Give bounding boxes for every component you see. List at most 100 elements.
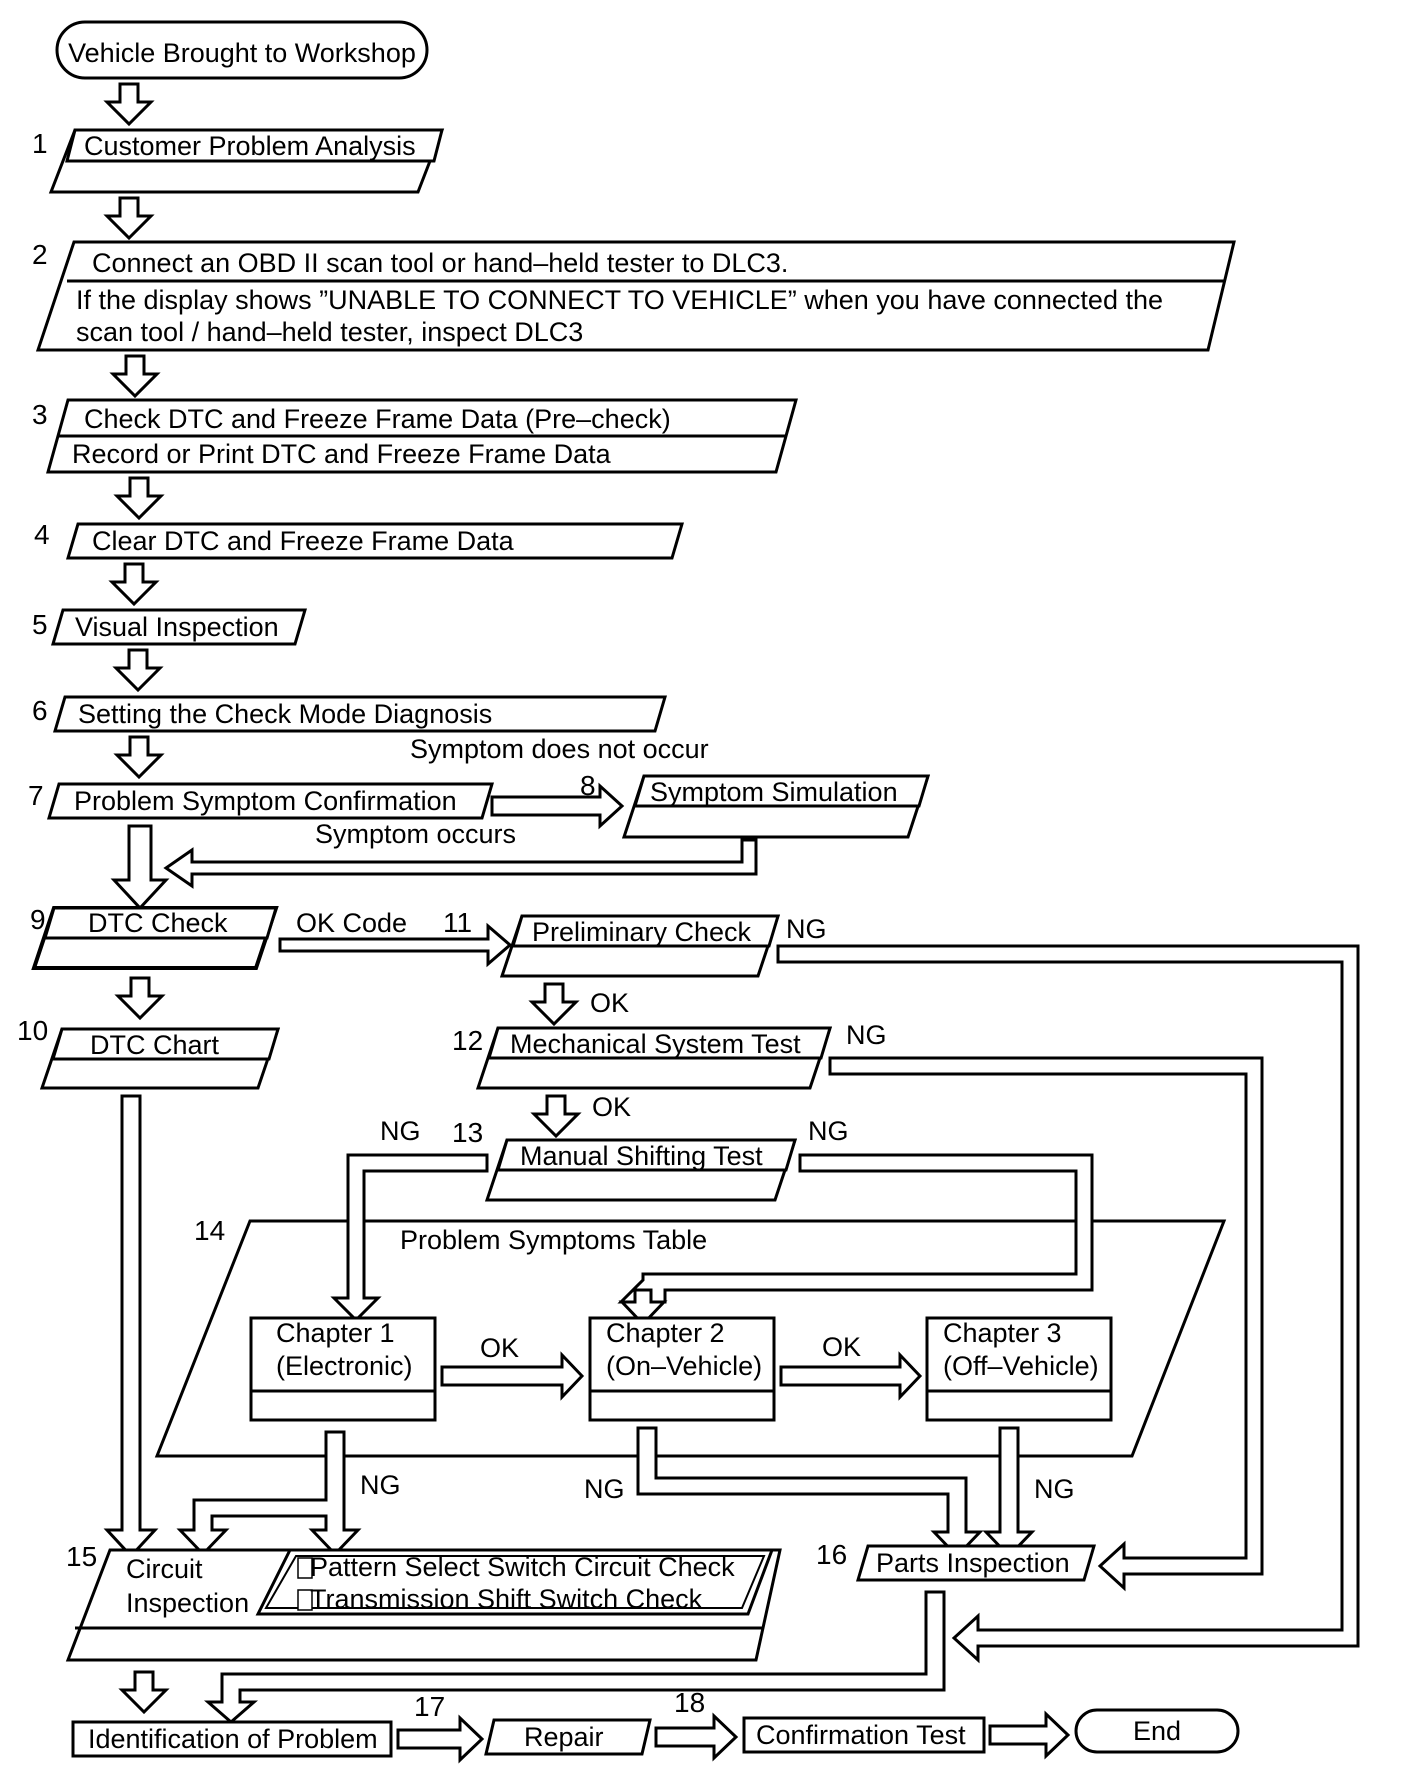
c1-ng-label: NG bbox=[360, 1470, 401, 1500]
checkbox-icon bbox=[297, 1557, 313, 1579]
arrow-down-icon bbox=[111, 354, 159, 398]
step12-header bbox=[486, 1026, 833, 1060]
step2-line3: scan tool / hand–held tester, inspect DL… bbox=[76, 317, 583, 347]
return-arrow-8 bbox=[163, 838, 758, 889]
end-label: End bbox=[1133, 1716, 1181, 1746]
chapter3-box bbox=[925, 1316, 1113, 1422]
step3-line1: Check DTC and Freeze Frame Data (Pre–che… bbox=[84, 404, 671, 434]
step11-ng-label: NG bbox=[786, 914, 827, 944]
step11-ok-label: OK bbox=[590, 988, 629, 1018]
chapter2-line1: Chapter 2 bbox=[606, 1318, 725, 1348]
step14-number: 14 bbox=[194, 1215, 225, 1246]
arrow-down-large-icon bbox=[110, 824, 170, 911]
chapter3-line2: (Off–Vehicle) bbox=[943, 1351, 1099, 1381]
ng-route-c3-to-16 bbox=[982, 1426, 1036, 1559]
ng-route-13-to-c1 bbox=[330, 1153, 489, 1323]
start-terminal bbox=[55, 20, 429, 80]
symptom-occurs-label: Symptom occurs bbox=[315, 819, 516, 849]
step12-ng-label: NG bbox=[846, 1020, 887, 1050]
ng-route-11-to-16 bbox=[776, 944, 1360, 1664]
arrow-down-icon bbox=[115, 735, 163, 779]
step7-box bbox=[46, 782, 495, 820]
start-label: Vehicle Brought to Workshop bbox=[68, 38, 416, 68]
arrow-down-icon bbox=[110, 562, 158, 606]
step15-items-box bbox=[255, 1548, 775, 1616]
step10-number: 10 bbox=[17, 1015, 48, 1046]
step17-number: 17 bbox=[414, 1691, 445, 1722]
chapter1-box bbox=[249, 1316, 437, 1422]
arrow-down-icon bbox=[105, 82, 153, 126]
confirmation-box bbox=[742, 1716, 986, 1754]
arrow-right-icon bbox=[440, 1351, 585, 1401]
step8-header bbox=[632, 774, 931, 808]
step8-number: 8 bbox=[580, 770, 596, 801]
arrow-down-icon bbox=[530, 982, 578, 1026]
arrow-down-icon bbox=[618, 1288, 668, 1327]
step12-number: 12 bbox=[452, 1025, 483, 1056]
ok-code-label: OK Code bbox=[296, 908, 407, 938]
step1-label: Customer Problem Analysis bbox=[84, 131, 416, 161]
symptom-not-occur-label: Symptom does not occur bbox=[410, 734, 709, 764]
step13-label: Manual Shifting Test bbox=[520, 1141, 763, 1171]
confirmation-label: Confirmation Test bbox=[756, 1720, 966, 1750]
step15-items-inner bbox=[264, 1555, 766, 1609]
ng-route-c1-fork bbox=[176, 1430, 362, 1557]
step11-number: 11 bbox=[443, 907, 472, 938]
step12-label: Mechanical System Test bbox=[510, 1029, 801, 1059]
step12-ok-label: OK bbox=[592, 1092, 631, 1122]
arrow-down-icon bbox=[532, 1094, 580, 1138]
step14-label: Problem Symptoms Table bbox=[400, 1225, 707, 1255]
step2-line1: Connect an OBD II scan tool or hand–held… bbox=[92, 248, 788, 278]
step15-item1: Pattern Select Switch Circuit Check bbox=[310, 1552, 735, 1582]
step5-box bbox=[50, 608, 308, 646]
step16-label: Parts Inspection bbox=[876, 1548, 1070, 1578]
step3-line2: Record or Print DTC and Freeze Frame Dat… bbox=[72, 439, 612, 469]
arrow-right-icon bbox=[490, 782, 625, 830]
arrow-right-icon bbox=[654, 1712, 739, 1762]
step16-box bbox=[855, 1544, 1097, 1582]
repair-label: Repair bbox=[524, 1722, 604, 1752]
arrow-right-icon bbox=[278, 922, 513, 968]
arrow-down-icon bbox=[114, 648, 162, 692]
arrow-down-icon bbox=[116, 976, 164, 1020]
c1-ok-label: OK bbox=[480, 1333, 519, 1363]
route-16-to-identification bbox=[203, 1590, 946, 1724]
arrow-down-icon bbox=[120, 1670, 168, 1714]
step13-header bbox=[495, 1138, 798, 1172]
step18-number: 18 bbox=[674, 1687, 705, 1718]
step5-label: Visual Inspection bbox=[75, 612, 279, 642]
route-10-to-15 bbox=[103, 1094, 159, 1559]
step6-number: 6 bbox=[32, 695, 48, 726]
step2-number: 2 bbox=[32, 239, 48, 270]
step13-ng-left-label: NG bbox=[380, 1116, 421, 1146]
step15-line1: Circuit bbox=[126, 1554, 203, 1584]
step13-ng-right-label: NG bbox=[808, 1116, 849, 1146]
arrow-right-icon bbox=[779, 1351, 923, 1401]
checkbox-icon bbox=[297, 1589, 313, 1611]
chapter2-box bbox=[588, 1316, 776, 1422]
c2-ng-label: NG bbox=[584, 1474, 625, 1504]
step10-label: DTC Chart bbox=[90, 1030, 220, 1060]
step7-label: Problem Symptom Confirmation bbox=[74, 786, 457, 816]
step1-number: 1 bbox=[32, 128, 48, 159]
arrow-right-icon bbox=[396, 1714, 485, 1764]
step11-header bbox=[510, 914, 781, 948]
step15-line2: Inspection bbox=[126, 1588, 249, 1618]
step11-label: Preliminary Check bbox=[532, 917, 752, 947]
step3-number: 3 bbox=[32, 399, 48, 430]
step6-box bbox=[52, 695, 668, 733]
step9-label: DTC Check bbox=[88, 908, 228, 938]
step6-label: Setting the Check Mode Diagnosis bbox=[78, 699, 492, 729]
arrow-right-icon bbox=[988, 1710, 1071, 1760]
arrow-down-icon bbox=[105, 196, 153, 240]
c3-ng-label: NG bbox=[1034, 1474, 1075, 1504]
c2-ok-label: OK bbox=[822, 1332, 861, 1362]
identification-label: Identification of Problem bbox=[88, 1724, 378, 1754]
step1-header bbox=[65, 128, 444, 163]
step13-number: 13 bbox=[452, 1117, 483, 1148]
ng-route-c2-to-16 bbox=[636, 1426, 984, 1559]
step9-number: 9 bbox=[30, 904, 46, 935]
identification-box bbox=[71, 1720, 393, 1758]
ng-route-12-to-16 bbox=[828, 1056, 1264, 1592]
